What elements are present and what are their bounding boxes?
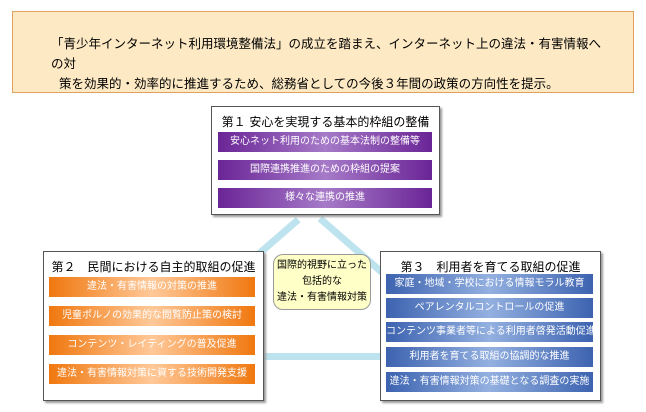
pillar-2-box: 第２ 民間における自主的取組の促進 違法・有害情報の対策の推進 児童ポルノの効果… (43, 251, 264, 401)
pillar-3-item-5: 違法・有害情報対策の基礎となる調査の実施 (386, 372, 593, 392)
pillar-2-item-1: 違法・有害情報の対策の推進 (49, 277, 255, 297)
pillar-3-item-3: コンテンツ事業者等による利用者啓発活動促進 (386, 322, 593, 342)
pillar-1-item-2: 国際連携推進のための枠組の提案 (218, 160, 432, 180)
pillar-2-title: 第２ 民間における自主的取組の促進 (51, 260, 256, 274)
pillar-1-box: 第１ 安心を実現する基本的枠組の整備 安心ネット利用のための基本法制の整備等 国… (211, 106, 440, 215)
intro-line-2: 策を効果的・効率的に推進するため、総務省としての今後３年間の政策の方向性を提示。 (59, 76, 559, 91)
pillar-2-item-3: コンテンツ・レイティングの普及促進 (49, 335, 255, 355)
intro-banner: 「青少年インターネット利用環境整備法」の成立を踏まえ、インターネット上の違法・有… (12, 11, 634, 93)
pillar-1-item-1: 安心ネット利用のための基本法制の整備等 (218, 132, 432, 152)
center-line-3: 違法・有害情報対策 (277, 292, 367, 303)
pillar-2-item-2: 児童ポルノの効果的な閲覧防止策の検討 (49, 306, 255, 326)
pillar-1-item-3: 様々な連携の推進 (218, 188, 432, 208)
pillar-3-item-1: 家庭・地域・学校における情報モラル教育 (386, 274, 593, 294)
center-line-2: 包括的な (302, 276, 342, 287)
pillar-3-item-4: 利用者を育てる取組の協調的な推進 (386, 347, 593, 367)
intro-line-1: 「青少年インターネット利用環境整備法」の成立を踏まえ、インターネット上の違法・有… (51, 36, 602, 71)
connector-bottom (180, 353, 466, 360)
pillar-1-title: 第１ 安心を実現する基本的枠組の整備 (221, 115, 430, 129)
center-line-1: 国際的視野に立った (277, 260, 367, 271)
center-label: 国際的視野に立った 包括的な 違法・有害情報対策 (273, 254, 371, 310)
pillar-3-title: 第３ 利用者を育てる取組の促進 (400, 260, 581, 274)
pillar-2-item-4: 違法・有害情報対策に資する技術開発支援 (49, 364, 255, 384)
pillar-3-item-2: ペアレンタルコントロールの促進 (386, 298, 593, 318)
pillar-3-box: 第３ 利用者を育てる取組の促進 家庭・地域・学校における情報モラル教育 ペアレン… (380, 251, 601, 401)
